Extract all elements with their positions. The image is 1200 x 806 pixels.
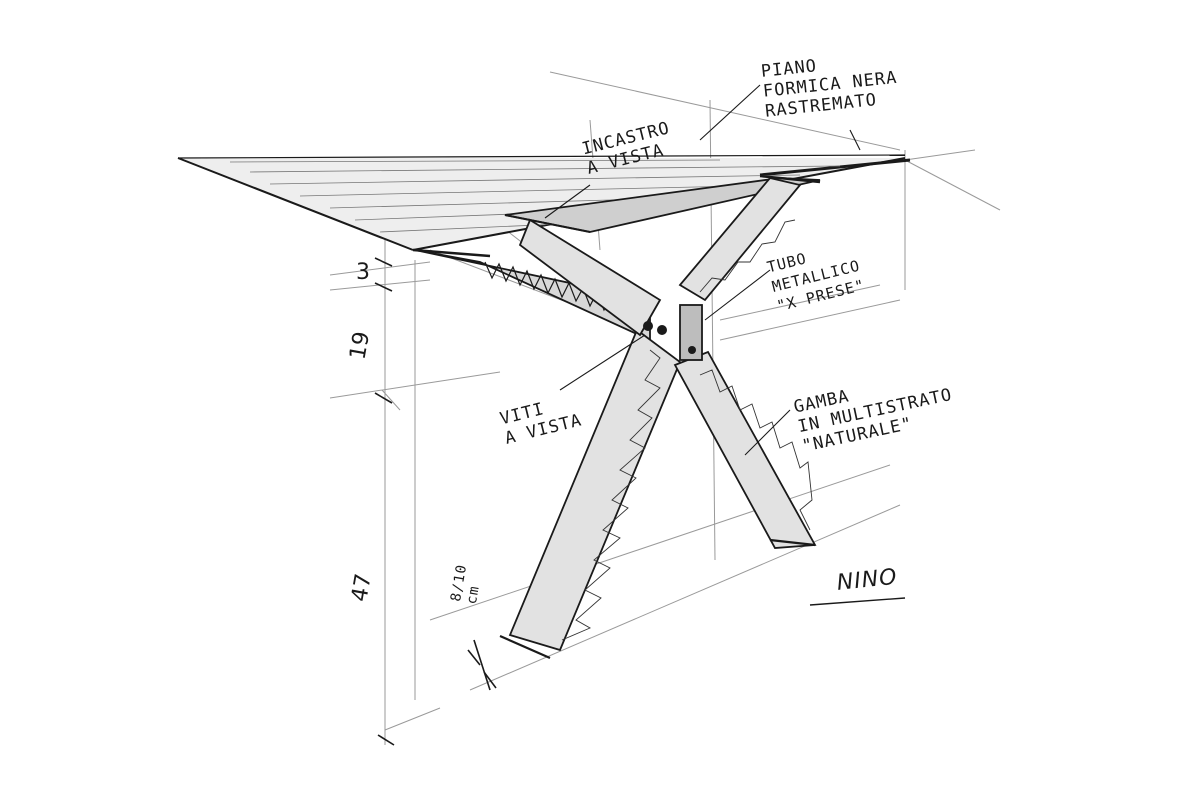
feet	[499, 538, 816, 660]
leg-hatching	[561, 219, 813, 641]
dim-leg-height: 47	[347, 571, 377, 604]
screw-icon	[688, 346, 696, 354]
leg-front-left	[508, 328, 682, 652]
screw-icon	[643, 321, 653, 331]
dim-apron-height: 19	[345, 329, 376, 362]
leader-lines	[544, 84, 861, 456]
signature: NINO	[835, 564, 899, 596]
dim-top-thickness: 3	[356, 260, 370, 285]
signature-underline	[809, 597, 906, 606]
metal-tube	[679, 304, 703, 361]
screws	[643, 321, 696, 354]
label-spessore: 8/10 cm	[448, 563, 486, 606]
screw-icon	[657, 325, 667, 335]
table-top-surface	[178, 158, 905, 250]
rear-beam	[504, 174, 821, 233]
leg-front-upper	[518, 218, 662, 337]
leg-rear-upper	[678, 176, 802, 302]
dimension-ticks	[374, 257, 497, 746]
